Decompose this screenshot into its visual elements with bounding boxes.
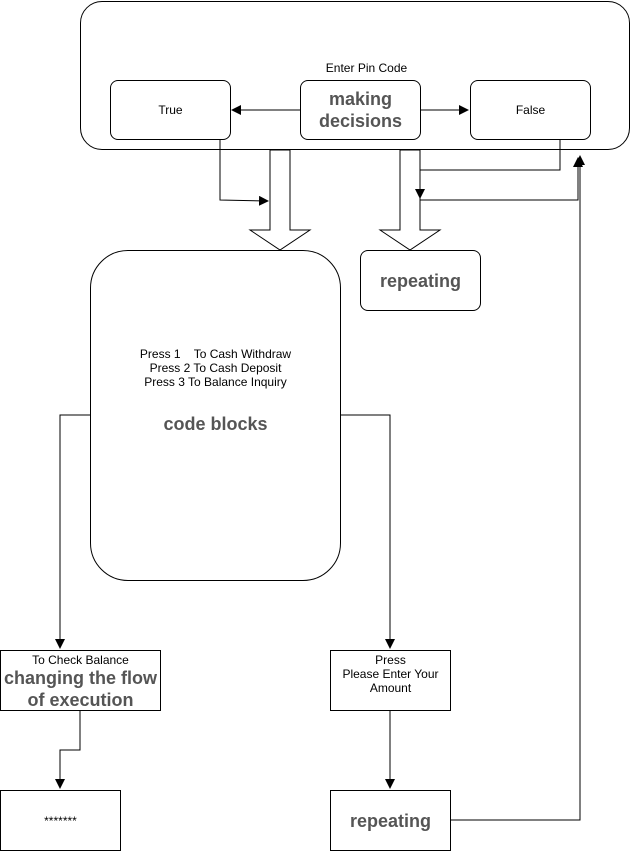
pin-code-container [80, 1, 630, 150]
arrow-repeat-bottom-to-top [450, 155, 585, 821]
arrow-true-to-code [219, 140, 269, 206]
loop-line [419, 157, 583, 210]
repeating-bottom-box: repeating [330, 790, 451, 851]
menu-line-3: Press 3 To Balance Inquiry [144, 374, 287, 389]
check-balance-caption: To Check Balance [32, 653, 129, 667]
menu-line-2: Press 2 To Cash Deposit [149, 360, 282, 375]
decision-box: making decisions [300, 80, 421, 140]
block-arrow-to-code-blocks [248, 149, 312, 251]
enter-amount-line2: Please Enter Your Amount [342, 667, 439, 695]
arrow-code-to-check-balance [55, 414, 90, 649]
check-balance-box: To Check Balance changing the flow of ex… [0, 650, 161, 711]
enter-amount-box: Press Please Enter Your Amount [330, 650, 451, 711]
arrow-check-to-masked [55, 710, 81, 789]
menu-line-1: Press 1 To Cash Withdraw [139, 346, 292, 361]
repeating-top-box: repeating [360, 250, 481, 311]
code-blocks-label: code blocks [163, 413, 268, 434]
block-arrow-to-repeating [378, 149, 442, 251]
arrow-code-to-enter-amount [340, 414, 395, 649]
container-title: Enter Pin Code [325, 61, 408, 75]
enter-amount-line1: Press [375, 653, 406, 667]
arrow-false-to-repeat [415, 140, 561, 199]
false-box: False [470, 80, 591, 140]
check-balance-label: changing the flow of execution [4, 668, 157, 710]
code-blocks-box: Press 1 To Cash Withdraw Press 2 To Cash… [90, 250, 341, 581]
true-box: True [110, 80, 231, 140]
masked-output-box: ******* [0, 790, 121, 851]
